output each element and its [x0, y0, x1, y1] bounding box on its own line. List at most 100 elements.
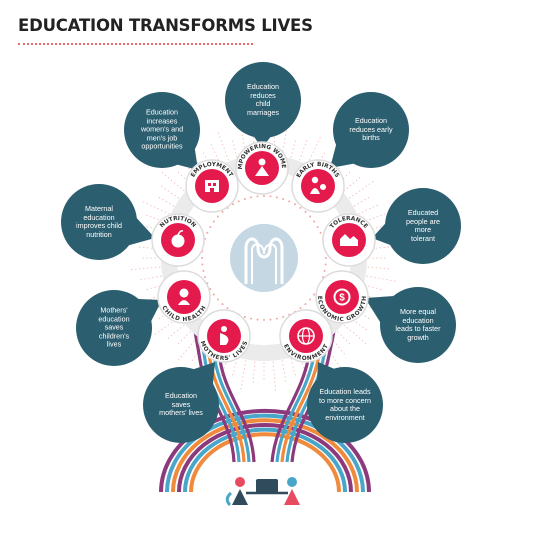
ring-dot — [206, 231, 209, 234]
callout-text-childrens-lives: Mothers' education saves children's live… — [98, 305, 130, 349]
page-title: EDUCATION TRANSFORMS LIVES — [18, 16, 313, 35]
ray-line — [240, 348, 249, 391]
node-inner — [325, 280, 359, 314]
node-nutrition: NUTRITION — [151, 213, 205, 267]
ray-line — [161, 171, 194, 200]
callout-text-child-marriages: Education reduces child marriages — [247, 81, 279, 117]
ray-line — [279, 125, 288, 168]
node-employment: EMPLOYMENT — [185, 159, 239, 213]
ring-dot — [304, 303, 307, 306]
ray-line — [334, 316, 367, 345]
callout-mothers-lives — [143, 362, 219, 443]
callout-tolerance — [372, 188, 461, 264]
knot-icon — [244, 237, 284, 284]
globe-icon — [297, 327, 315, 345]
person-head — [235, 477, 245, 487]
callout-text-tolerance: Educated people are more tolerant — [406, 207, 440, 243]
ring-dot — [202, 269, 205, 272]
callout-environment — [307, 362, 383, 443]
ring-dot — [313, 220, 316, 223]
node-inner — [301, 169, 335, 203]
trunk-arc — [159, 408, 371, 493]
title-divider — [18, 43, 253, 45]
ring-dot — [256, 318, 259, 321]
ring-dot — [250, 196, 253, 199]
pregnant-icon — [220, 326, 229, 345]
trunk-arc — [183, 427, 347, 493]
ring-dot — [321, 276, 324, 279]
discussion-people — [225, 477, 300, 507]
callout-text-environment: Education leads to more concern about th… — [319, 386, 371, 422]
callout-employment — [124, 92, 200, 170]
ring-dot — [226, 307, 229, 310]
knot-icon-inner — [251, 243, 277, 284]
ring-dot — [275, 196, 278, 199]
callout-text-early-births: Education reduces early births — [349, 116, 393, 143]
callout-bubble — [333, 92, 409, 168]
trunk-arc — [189, 432, 341, 493]
ring-dot — [204, 276, 207, 279]
ring-dot — [299, 307, 302, 310]
ring-dot — [212, 293, 215, 296]
ring-dot — [269, 195, 272, 198]
ring-dot — [212, 220, 215, 223]
node-environment: ENVIRONMENT — [279, 309, 333, 363]
ring-dot — [282, 315, 285, 318]
callout-early-births — [330, 92, 409, 168]
callout-text-mothers-lives: Education saves mothers' lives — [159, 391, 203, 418]
ring-dot — [221, 210, 224, 213]
coin-icon: $ — [333, 288, 351, 306]
ring-dot — [243, 198, 246, 201]
ring-dot — [288, 200, 291, 203]
callout-bubble — [225, 62, 301, 138]
ring-dot — [209, 288, 212, 290]
woman-icon — [255, 158, 269, 176]
mother-baby-icon — [310, 176, 326, 194]
ring-dot — [299, 206, 302, 209]
ring-dot — [309, 298, 312, 301]
trunk-arc — [165, 413, 365, 493]
trunk-arc — [177, 422, 353, 493]
building-icon — [205, 180, 219, 192]
discussion-board — [256, 479, 278, 494]
ring-dot — [263, 319, 265, 321]
trunk-arc — [171, 418, 359, 493]
baby-icon — [178, 288, 190, 305]
callout-text-growth: More equal education leads to faster gro… — [395, 306, 441, 342]
ring-dot — [319, 231, 322, 234]
ring-dot — [325, 257, 327, 259]
ring-dot — [250, 317, 253, 320]
houses-icon — [340, 234, 358, 246]
node-early-births: EARLY BIRTHS — [291, 159, 345, 213]
ring-dot — [216, 298, 219, 301]
ring-dot — [263, 195, 265, 197]
ring-dot — [324, 263, 327, 266]
ring-dot — [201, 263, 204, 266]
ring-dot — [216, 215, 219, 218]
ring-dot — [256, 195, 259, 198]
node-mothers-lives: MOTHERS' LIVES — [197, 309, 251, 363]
ring-dot — [294, 203, 296, 206]
ray-line — [217, 131, 233, 172]
ray-line — [295, 344, 311, 385]
node-tolerance: TOLERANCE — [322, 213, 376, 267]
callout-childrens-lives — [76, 290, 162, 366]
ring-dot — [237, 200, 240, 203]
svg-text:$: $ — [339, 293, 345, 304]
ring-dot — [201, 257, 203, 259]
callout-growth — [365, 287, 456, 363]
ray-line — [350, 211, 391, 227]
callout-bubble — [124, 92, 200, 168]
callout-child-marriages — [225, 62, 301, 148]
node-child-health: CHILD HEALTH — [157, 270, 211, 324]
ring-dot — [269, 318, 272, 321]
ring-dot — [323, 269, 326, 272]
person-body — [232, 489, 248, 505]
callout-bubble — [385, 188, 461, 264]
person-body — [284, 489, 300, 505]
ring-dot — [221, 303, 224, 306]
ray-line — [354, 273, 397, 282]
callout-bubble — [143, 367, 219, 443]
callout-text-employment: Education increases women's and men's jo… — [140, 107, 184, 151]
